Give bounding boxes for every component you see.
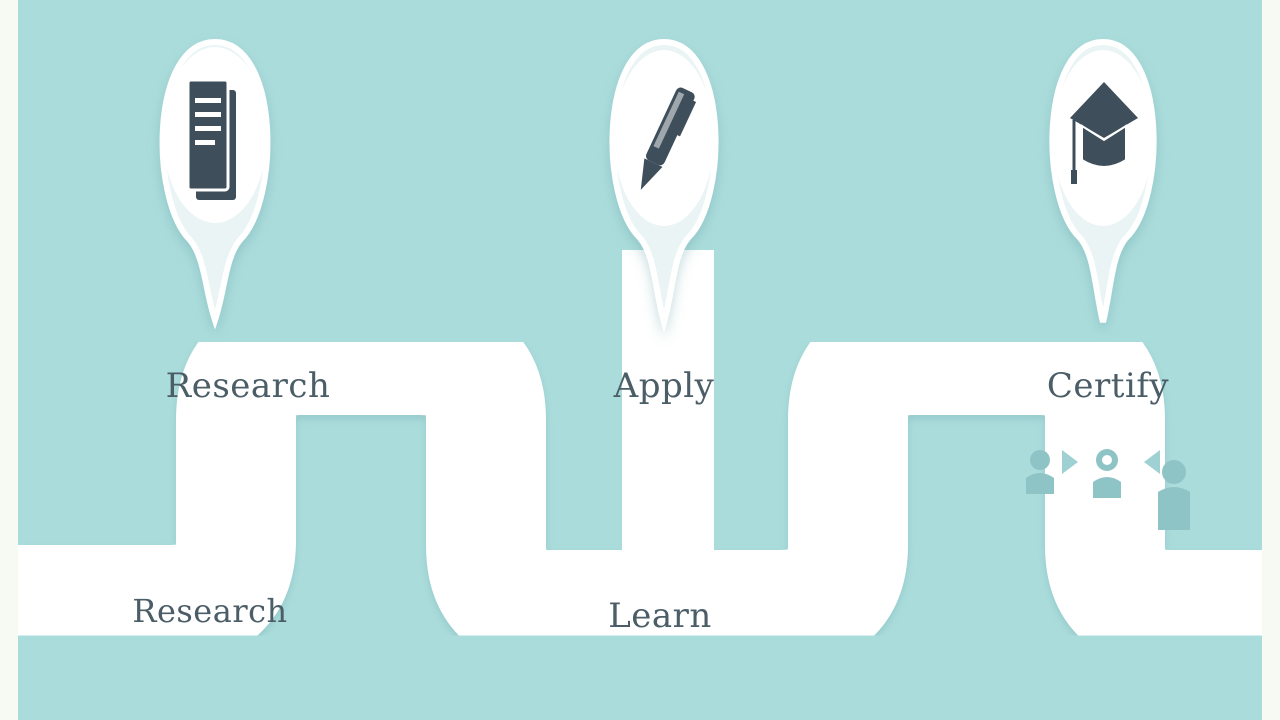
milestone-label-apply: Apply	[613, 366, 715, 406]
person-icon	[1158, 460, 1190, 530]
winding-path	[18, 295, 1262, 670]
document-icon	[186, 78, 236, 200]
path-label-research: Research	[132, 592, 288, 630]
milestone-label-research: Research	[165, 366, 331, 406]
person-icon	[1093, 449, 1121, 498]
arrow-left-icon	[1144, 450, 1160, 474]
arrow-right-icon	[1062, 450, 1078, 474]
path-label-learn: Learn	[608, 596, 712, 636]
graduation-cap-icon	[1070, 82, 1138, 184]
milestone-label-certify: Certify	[1046, 366, 1170, 406]
pen-icon	[640, 87, 697, 190]
person-icon	[1026, 450, 1054, 494]
